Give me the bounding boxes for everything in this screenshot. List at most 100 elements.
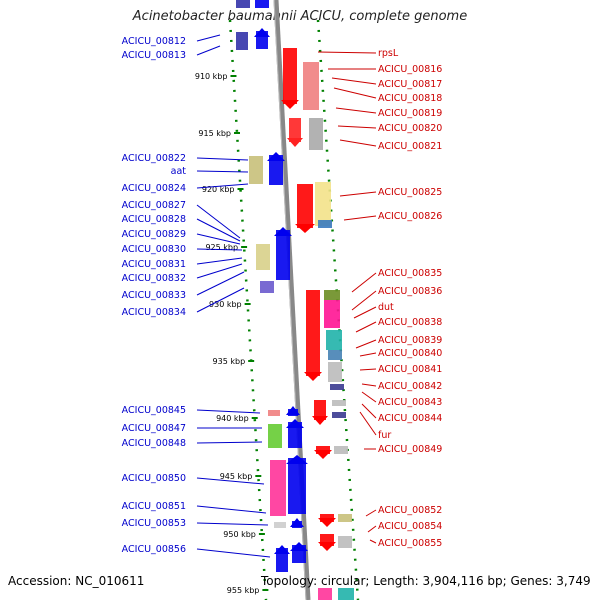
gene-label-left: ACICU_00830 xyxy=(122,244,186,255)
gene-feature xyxy=(288,458,306,514)
gene-leader-line xyxy=(196,505,267,514)
gene-feature xyxy=(332,412,346,418)
gene-leader-line xyxy=(369,539,377,544)
gene-label-left: ACICU_00847 xyxy=(122,423,186,434)
gene-arrow xyxy=(312,416,328,425)
gene-label-left: ACICU_00812 xyxy=(122,36,186,47)
gene-arrow xyxy=(287,138,303,147)
gene-label-left: ACICU_00827 xyxy=(122,200,186,211)
gene-label-right: rpsL xyxy=(378,48,399,59)
kbp-tick-label: 930 kbp xyxy=(209,300,242,309)
kbp-tick-label: 915 kbp xyxy=(198,129,231,138)
gene-leader-line xyxy=(331,77,377,85)
gene-feature xyxy=(324,300,340,328)
gene-feature xyxy=(288,422,302,448)
gene-feature xyxy=(338,536,352,548)
gene-feature xyxy=(303,62,319,110)
gene-label-right: ACICU_00821 xyxy=(378,141,442,152)
gene-leader-line xyxy=(365,509,377,517)
gene-feature xyxy=(260,281,274,293)
map-title: Acinetobacter baumannii ACICU, complete … xyxy=(132,9,468,24)
gene-leader-line xyxy=(335,107,377,114)
gene-label-right: ACICU_00839 xyxy=(378,335,442,346)
gene-feature xyxy=(236,32,248,50)
gene-label-left: ACICU_00853 xyxy=(122,518,186,529)
gene-label-left: ACICU_00824 xyxy=(122,183,186,194)
gene-leader-line xyxy=(196,45,221,56)
gene-feature xyxy=(332,400,346,406)
gene-leader-line xyxy=(359,352,377,357)
gene-feature xyxy=(328,362,342,382)
gene-label-left: ACICU_00850 xyxy=(122,473,186,484)
gene-feature xyxy=(330,384,344,390)
gene-feature xyxy=(338,588,354,600)
gene-leader-line xyxy=(351,290,377,311)
gene-label-right: ACICU_00849 xyxy=(378,444,442,455)
gene-arrow xyxy=(274,227,292,236)
gene-feature xyxy=(318,220,332,228)
gene-feature xyxy=(326,330,342,350)
gene-label-right: fur xyxy=(378,430,391,441)
gene-arrow xyxy=(318,542,336,551)
gene-arrow xyxy=(304,372,322,381)
gene-feature xyxy=(318,588,332,600)
gene-arrow xyxy=(290,518,304,527)
gene-feature xyxy=(269,155,283,185)
gene-leader-line xyxy=(355,339,377,349)
gene-leader-line xyxy=(317,51,377,54)
gene-leader-line xyxy=(196,409,261,414)
gene-arrow xyxy=(314,450,332,459)
gene-arrow xyxy=(254,28,270,37)
gene-feature xyxy=(309,118,323,150)
gene-leader-line xyxy=(361,383,377,387)
gene-feature xyxy=(315,182,331,226)
gene-label-right: ACICU_00843 xyxy=(378,397,442,408)
gene-leader-line xyxy=(359,411,377,436)
gene-leader-line xyxy=(196,248,243,251)
gene-leader-line xyxy=(351,272,377,293)
gene-label-left: ACICU_00831 xyxy=(122,259,186,270)
gene-arrow xyxy=(267,152,285,161)
gene-leader-line xyxy=(339,191,377,197)
gene-leader-line xyxy=(353,306,377,319)
gene-leader-line xyxy=(196,548,271,558)
gene-feature xyxy=(338,514,352,522)
gene-label-right: ACICU_00817 xyxy=(378,79,442,90)
kbp-tick-label: 925 kbp xyxy=(205,243,238,252)
kbp-tick-label: 920 kbp xyxy=(202,185,235,194)
gene-label-left: aat xyxy=(171,166,187,177)
gene-label-right: ACICU_00836 xyxy=(378,286,442,297)
gene-leader-line xyxy=(196,34,221,42)
gene-feature xyxy=(314,400,326,420)
gene-leader-line xyxy=(196,233,241,245)
gene-feature xyxy=(276,230,290,280)
gene-leader-line xyxy=(355,321,377,333)
gene-leader-line xyxy=(339,139,377,147)
gene-feature xyxy=(236,0,250,8)
gene-label-right: ACICU_00820 xyxy=(378,123,442,134)
gene-arrow xyxy=(281,100,299,109)
gene-feature xyxy=(324,290,340,300)
gene-leader-line xyxy=(196,271,245,296)
gene-label-right: ACICU_00854 xyxy=(378,521,442,532)
gene-label-right: ACICU_00855 xyxy=(378,538,442,549)
gene-leader-line xyxy=(196,257,243,265)
gene-leader-line xyxy=(333,87,377,99)
gene-label-left: ACICU_00822 xyxy=(122,153,186,164)
kbp-tick-label: 950 kbp xyxy=(223,530,256,539)
gene-feature xyxy=(289,118,301,142)
gene-label-left: ACICU_00833 xyxy=(122,290,186,301)
gene-label-left: ACICU_00845 xyxy=(122,405,186,416)
gene-leader-line xyxy=(337,125,377,129)
gene-label-left: ACICU_00832 xyxy=(122,273,186,284)
gene-leader-line xyxy=(196,441,263,444)
gene-leader-line xyxy=(359,368,377,371)
gene-leader-line xyxy=(196,183,249,189)
gene-label-left: ACICU_00829 xyxy=(122,229,186,240)
gene-arrow xyxy=(290,542,308,551)
gene-label-right: ACICU_00826 xyxy=(378,211,442,222)
gene-label-right: dut xyxy=(378,302,394,313)
gene-label-right: ACICU_00841 xyxy=(378,364,442,375)
gene-label-right: ACICU_00816 xyxy=(378,64,442,75)
